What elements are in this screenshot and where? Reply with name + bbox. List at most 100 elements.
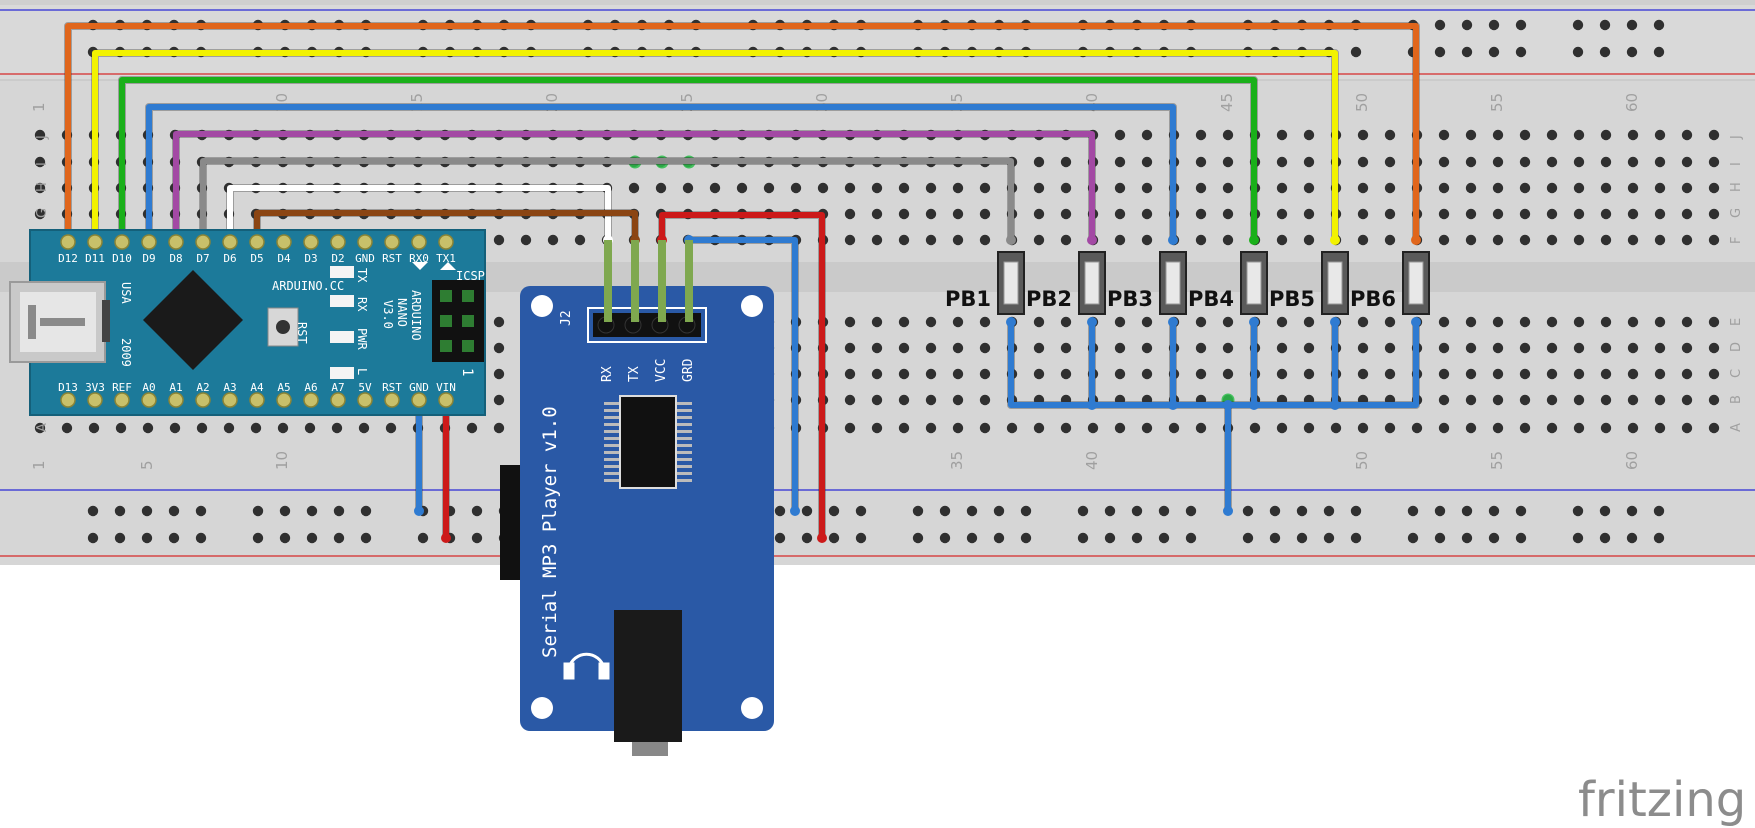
rail-hole: [912, 505, 924, 517]
wire-button-ground-bus: [1008, 319, 1419, 408]
row-letter: D: [1729, 342, 1744, 352]
breadboard-hole: [520, 234, 532, 246]
breadboard-hole: [1141, 368, 1153, 380]
breadboard-hole: [763, 182, 775, 194]
breadboard-hole: [925, 182, 937, 194]
rail-hole: [1020, 505, 1032, 517]
breadboard-hole: [898, 182, 910, 194]
rail-hole: [1296, 505, 1308, 517]
breadboard-hole: [1600, 129, 1612, 141]
rail-hole: [1515, 46, 1527, 58]
breadboard-hole: [1033, 182, 1045, 194]
breadboard-hole: [1060, 234, 1072, 246]
breadboard-hole: [1222, 342, 1234, 354]
column-number: 50: [1353, 451, 1371, 470]
breadboard-hole: [1519, 129, 1531, 141]
breadboard-hole: [1708, 368, 1720, 380]
breadboard-hole: [844, 422, 856, 434]
breadboard-hole: [844, 234, 856, 246]
breadboard-hole: [1546, 368, 1558, 380]
rail-hole: [168, 505, 180, 517]
row-letter: H: [35, 182, 50, 192]
push-button-label: PB6: [1350, 287, 1396, 311]
breadboard-hole: [1627, 422, 1639, 434]
breadboard-hole: [1681, 422, 1693, 434]
board-name-line-3: V3.0: [381, 300, 395, 329]
arduino-pin-label: 3V3: [85, 381, 105, 394]
breadboard-hole: [1438, 316, 1450, 328]
breadboard-hole: [1708, 234, 1720, 246]
breadboard-hole: [1195, 234, 1207, 246]
push-button-pb6: PB6: [1350, 251, 1430, 315]
breadboard-hole: [1465, 182, 1477, 194]
board-name-line-2: NANO: [395, 298, 409, 327]
rail-hole: [1599, 46, 1611, 58]
rail-hole: [1185, 532, 1197, 544]
breadboard-hole: [1438, 129, 1450, 141]
arduino-pin-label: GND: [355, 252, 375, 265]
breadboard-hole: [1627, 208, 1639, 220]
breadboard-hole: [1195, 182, 1207, 194]
column-number: 1: [30, 102, 48, 112]
breadboard-hole: [1573, 422, 1585, 434]
rail-hole: [1104, 532, 1116, 544]
rail-hole: [1461, 532, 1473, 544]
pwr-led-label: PWR: [355, 328, 369, 350]
breadboard-hole: [952, 316, 964, 328]
fritzing-watermark: fritzing: [1578, 772, 1746, 828]
rail-hole: [141, 505, 153, 517]
breadboard-hole: [1114, 342, 1126, 354]
breadboard-hole: [1033, 342, 1045, 354]
rail-hole: [1434, 46, 1446, 58]
breadboard-hole: [574, 234, 586, 246]
breadboard-hole: [385, 422, 397, 434]
rail-hole: [1350, 532, 1362, 544]
breadboard-hole: [1141, 182, 1153, 194]
arduino-pin: [141, 234, 157, 250]
row-letter: A: [1729, 423, 1744, 432]
rail-hole: [1653, 505, 1665, 517]
arduino-pin-label: A6: [304, 381, 317, 394]
breadboard-hole: [1357, 422, 1369, 434]
rail-hole: [1020, 532, 1032, 544]
breadboard-hole: [1600, 156, 1612, 168]
breadboard-hole: [466, 422, 478, 434]
breadboard-hole: [1681, 156, 1693, 168]
breadboard-hole: [844, 182, 856, 194]
breadboard-hole: [1573, 182, 1585, 194]
mp3-pin-label: RX: [600, 366, 615, 382]
rail-hole: [1599, 19, 1611, 31]
rail-hole: [1242, 532, 1254, 544]
header-pin: [658, 240, 666, 322]
breadboard-hole: [1114, 156, 1126, 168]
row-letter: J: [35, 135, 50, 140]
breadboard-hole: [331, 422, 343, 434]
rail-hole: [939, 505, 951, 517]
breadboard-hole: [1438, 234, 1450, 246]
arduino-pin: [222, 234, 238, 250]
breadboard-hole: [952, 208, 964, 220]
breadboard-hole: [1249, 422, 1261, 434]
breadboard-hole: [1222, 182, 1234, 194]
push-button-pb3: PB3: [1107, 251, 1187, 315]
breadboard-hole: [1492, 156, 1504, 168]
rail-hole: [1461, 505, 1473, 517]
rail-hole: [1350, 505, 1362, 517]
breadboard-hole: [493, 422, 505, 434]
j2-header-outline: [587, 307, 707, 343]
breadboard-hole: [871, 182, 883, 194]
breadboard-hole: [1654, 342, 1666, 354]
breadboard-hole: [493, 316, 505, 328]
arduino-pin: [141, 392, 157, 408]
breadboard-hole: [1708, 156, 1720, 168]
breadboard-hole: [1438, 208, 1450, 220]
breadboard-hole: [1627, 316, 1639, 328]
breadboard-hole: [1465, 342, 1477, 354]
breadboard-hole: [1060, 342, 1072, 354]
breadboard-hole: [1276, 156, 1288, 168]
breadboard-hole: [1195, 208, 1207, 220]
rail-hole: [774, 505, 786, 517]
arduino-pin-label: RX0: [409, 252, 429, 265]
arduino-pin: [438, 234, 454, 250]
breadboard-hole: [1141, 316, 1153, 328]
